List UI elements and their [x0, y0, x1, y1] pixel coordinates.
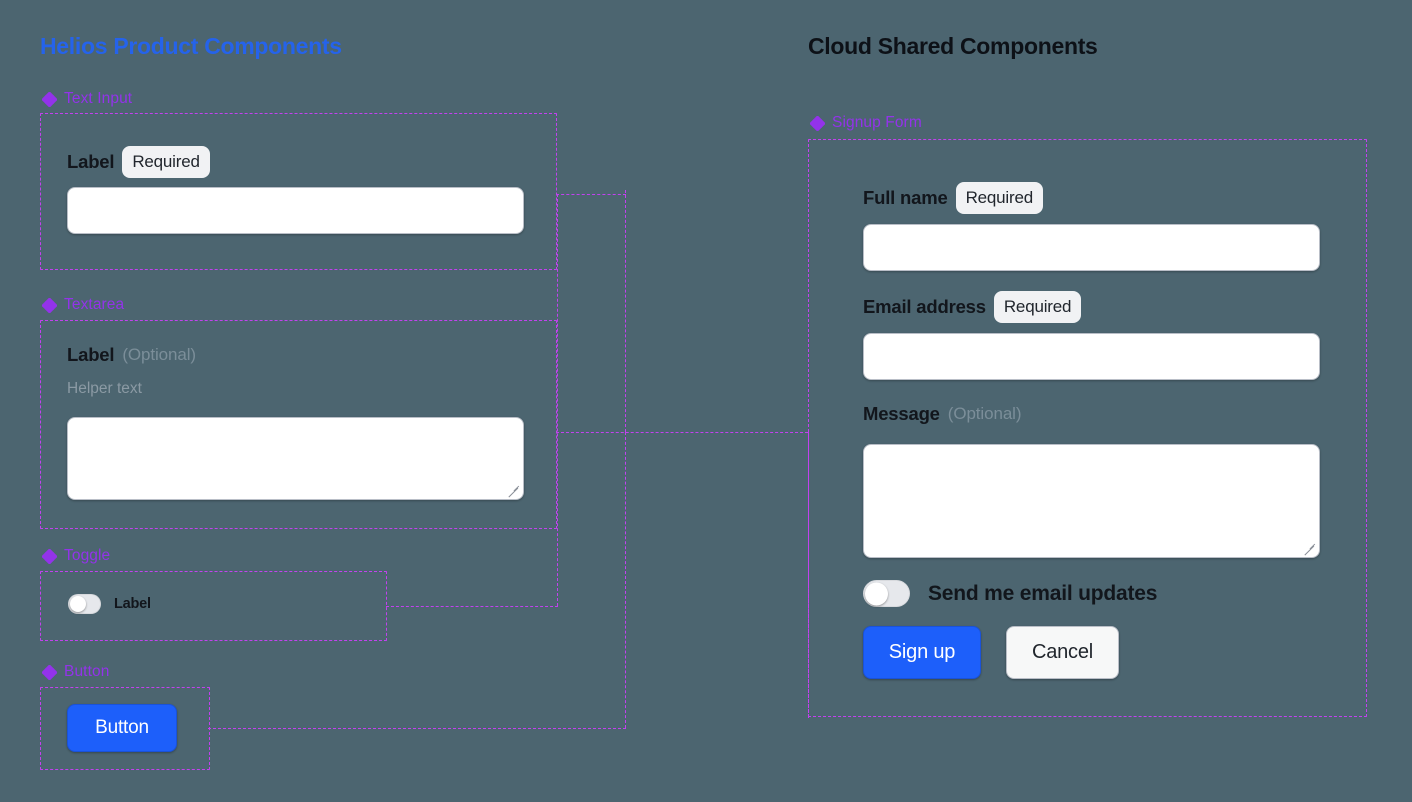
resize-handle-icon[interactable]: [1303, 541, 1316, 554]
field-label: Email address: [863, 296, 986, 317]
connector-text-input-h1: [556, 194, 626, 195]
cancel-button[interactable]: Cancel: [1006, 626, 1119, 679]
field-label-row-textarea: Label (Optional): [67, 344, 196, 366]
diamond-component-icon: [42, 91, 57, 107]
component-box-text-input: [40, 113, 557, 270]
sign-up-button[interactable]: Sign up: [863, 626, 981, 679]
toggle-switch[interactable]: [68, 594, 101, 614]
field-label: Full name: [863, 187, 948, 208]
required-badge: Required: [122, 146, 210, 178]
component-box-toggle: [40, 571, 387, 641]
section-caption-button: Button: [42, 663, 109, 681]
section-caption-label: Button: [64, 663, 110, 680]
field-label: Message: [863, 403, 940, 424]
field-label-row-text-input: Label Required: [67, 146, 210, 178]
field-label-row-full-name: Full name Required: [863, 182, 1043, 214]
toggle-knob: [70, 596, 86, 612]
email-updates-label: Send me email updates: [928, 581, 1158, 605]
section-caption-text-input: Text Input: [42, 90, 132, 108]
diamond-component-icon: [42, 297, 57, 313]
connector-toggle-h1: [386, 606, 558, 607]
required-badge: Required: [955, 182, 1043, 214]
page-title-right: Cloud Shared Components: [808, 33, 1098, 59]
section-caption-label: Signup Form: [832, 114, 922, 131]
field-label: Label: [67, 344, 115, 365]
page-title-left: Helios Product Components: [40, 33, 342, 59]
component-box-textarea: [40, 320, 557, 529]
optional-hint: (Optional): [122, 345, 196, 364]
helper-text: Helper text: [67, 380, 142, 397]
diamond-component-icon: [42, 548, 57, 564]
section-caption-textarea: Textarea: [42, 296, 124, 314]
resize-handle-icon[interactable]: [507, 483, 520, 496]
connector-text-input-v1: [625, 190, 626, 432]
section-caption-label: Toggle: [64, 547, 111, 564]
section-caption-toggle: Toggle: [42, 547, 110, 565]
toggle-knob: [865, 582, 888, 605]
field-label: Label: [67, 151, 115, 172]
toggle-label: Label: [114, 596, 151, 612]
component-box-signup-form: [808, 139, 1367, 717]
toggle-row: Label: [68, 594, 151, 614]
email-updates-toggle[interactable]: [863, 580, 910, 607]
section-caption-signup-form: Signup Form: [810, 114, 922, 132]
section-caption-label: Textarea: [64, 296, 125, 313]
message-textarea[interactable]: [863, 444, 1320, 558]
connector-button-h1: [208, 728, 626, 729]
email-address-input[interactable]: [863, 333, 1320, 380]
connector-textarea-h1: [556, 432, 808, 433]
field-label-row-email-address: Email address Required: [863, 291, 1082, 323]
component-box-button: [40, 687, 210, 770]
connector-textarea-v1: [557, 194, 558, 606]
textarea[interactable]: [67, 417, 524, 500]
required-badge: Required: [993, 291, 1082, 323]
diamond-component-icon: [42, 664, 57, 680]
text-input[interactable]: [67, 187, 524, 234]
email-updates-toggle-row: Send me email updates: [863, 580, 1157, 607]
demo-button[interactable]: Button: [67, 704, 177, 752]
connector-button-v1: [625, 432, 626, 728]
optional-hint: (Optional): [947, 404, 1022, 423]
field-label-row-message: Message (Optional): [863, 403, 1022, 425]
full-name-input[interactable]: [863, 224, 1320, 271]
diamond-component-icon: [810, 115, 825, 131]
section-caption-label: Text Input: [64, 90, 133, 107]
